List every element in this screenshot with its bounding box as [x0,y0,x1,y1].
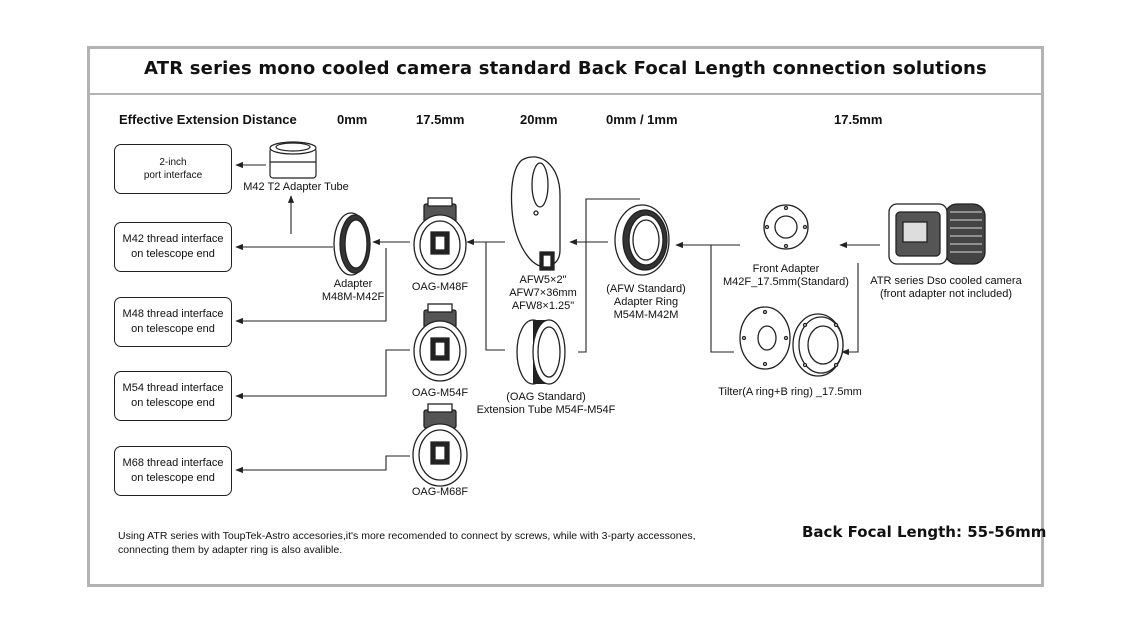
usage-note: Using ATR series with ToupTek-Astro acce… [118,529,696,557]
front-adapter-label: Front Adapter M42F_17.5mm(Standard) [716,263,856,289]
m54-interface-line1: M54 thread interface [122,382,224,394]
column-header-0mm: 0mm [337,112,368,127]
title-divider [90,93,1041,95]
front-adapter-drawing [763,204,809,250]
ext-tube-bus-line [485,242,505,351]
diagram-title: ATR series mono cooled camera standard B… [144,58,987,79]
adapter-ring-m48m-m42f [333,212,371,276]
m48-interface-box: M48 thread interface on telescope end [114,297,232,347]
adapter-m48m-m42f-label: Adapter M48M-M42F [310,278,396,304]
t2-adapter-tube [269,141,317,179]
diagram-frame [87,46,1044,587]
m48-interface-line2: on telescope end [131,323,215,335]
camera-label: ATR series Dso cooled camera (front adap… [864,275,1028,301]
t2-tube-label: M42 T2 Adapter Tube [243,181,349,193]
front-adapter-label-line1: Front Adapter [752,263,820,275]
oag-to-m68-arrow [235,455,410,474]
camera-label-line1: ATR series Dso cooled camera [870,275,1022,287]
oag-m48f-label: OAG-M48F [411,281,469,293]
adapter-label-line1: Adapter [333,278,373,290]
oag-to-m54-arrow [235,349,410,400]
column-header-17-5mm-right: 17.5mm [834,112,883,127]
m68-interface-line1: M68 thread interface [122,457,224,469]
tilter-a-ring-drawing [739,306,791,370]
afw-label-line3: AFW8×1.25" [511,300,575,312]
tilter-branch-line [710,245,734,353]
m48-interface-line1: M48 thread interface [122,308,224,320]
m68-interface-box: M68 thread interface on telescope end [114,446,232,496]
afw-adapter-ring-label: (AFW Standard) Adapter Ring M54M-M42M [594,283,698,322]
oag-m54f-drawing [413,303,467,382]
front-adapter-label-line2: M42F_17.5mm(Standard) [723,276,849,288]
port-interface-box: 2-inch port interface [114,144,232,194]
afw-adapter-label-line3: M54M-M42M [613,309,679,321]
ext-tube-label-line1: (OAG Standard) [506,391,586,403]
afw-adapter-ring-drawing [614,204,670,276]
oag-extension-tube-drawing [516,319,566,385]
port-interface-line1: 2-inch [159,157,187,168]
port-interface-line2: port interface [143,170,203,181]
m42-interface-line2: on telescope end [131,248,215,260]
bfl-label: Back Focal Length: [802,523,962,541]
usage-note-line1: Using ATR series with ToupTek-Astro acce… [118,530,696,542]
ext-tube-to-adapter-line [578,198,640,353]
bfl-value: 55-56mm [967,523,1047,541]
afw-adapter-label-line2: Adapter Ring [613,296,679,308]
oag-m68f-label: OAG-M68F [411,486,469,498]
extension-distance-label: Effective Extension Distance [119,112,297,127]
m54-interface-line2: on telescope end [131,397,215,409]
m42-interface-line1: M42 thread interface [122,233,224,245]
m42-interface-box: M42 thread interface on telescope end [114,222,232,272]
back-focal-length: Back Focal Length: 55-56mm [802,523,1046,541]
oag-extension-tube-label: (OAG Standard) Extension Tube M54F-M54F [474,391,618,417]
afw-label-line1: AFW5×2" [519,274,567,286]
oag-m54f-label: OAG-M54F [411,387,469,399]
m54-interface-box: M54 thread interface on telescope end [114,371,232,421]
afw-adapter-label-line1: (AFW Standard) [606,283,686,295]
oag-to-m48-arrow [235,248,387,325]
m68-interface-line2: on telescope end [131,472,215,484]
camera-label-line2: (front adapter not included) [879,288,1013,300]
oag-m48f-drawing [413,197,467,276]
afw-label-line2: AFW7×36mm [509,287,577,299]
usage-note-line2: connecting them by adapter ring is also … [118,544,343,556]
column-header-0-1mm: 0mm / 1mm [606,112,678,127]
tilter-b-ring-drawing [792,313,844,377]
afw-filter-wheel-drawing [510,156,561,271]
oag-m68f-drawing [412,403,468,487]
tilter-label: Tilter(A ring+B ring) _17.5mm [718,386,862,398]
camera-to-tilter-arrow [841,263,859,356]
ext-tube-label-line2: Extension Tube M54F-M54F [476,404,616,416]
adapter-label-line2: M48M-M42F [321,291,385,303]
column-header-20mm: 20mm [520,112,558,127]
afw-label: AFW5×2" AFW7×36mm AFW8×1.25" [497,274,589,313]
column-header-17-5mm: 17.5mm [416,112,465,127]
atr-camera-drawing [888,203,986,265]
